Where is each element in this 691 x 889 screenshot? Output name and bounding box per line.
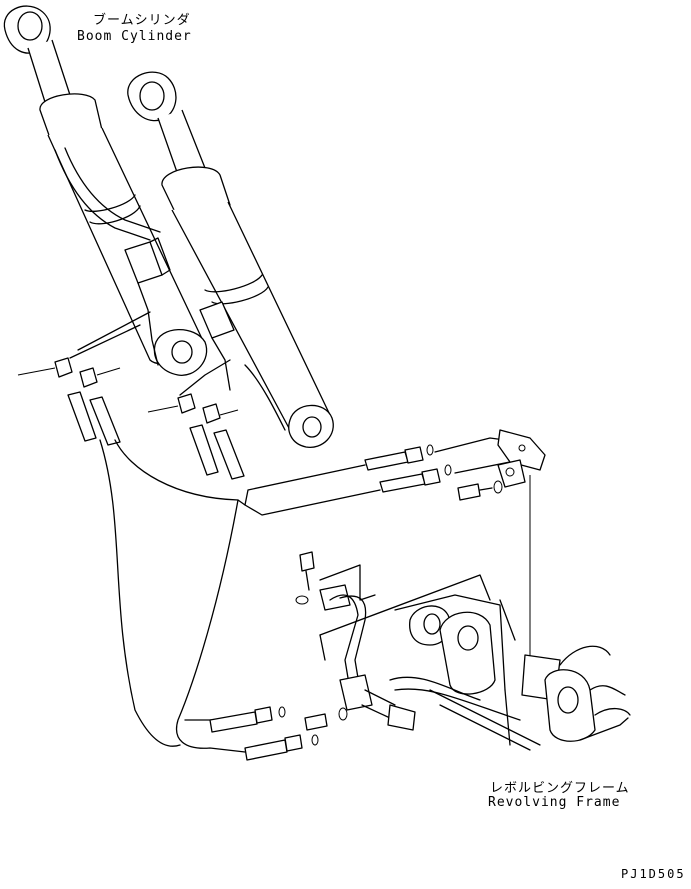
lower-fittings (209, 706, 348, 761)
boom-cylinder-label-jp: ブームシリンダ (93, 13, 191, 28)
revolving-frame (389, 594, 631, 751)
middle-bolt-group (147, 359, 245, 480)
revolving-frame-label-en: Revolving Frame (488, 795, 621, 810)
right-boom-cylinder (127, 71, 334, 448)
pipe-and-clamp (295, 551, 491, 731)
hoses (99, 439, 381, 753)
upper-fittings (364, 429, 546, 665)
drawing-code: PJ1D505 (621, 867, 686, 881)
revolving-frame-label-jp: レボルビングフレーム (490, 781, 630, 796)
left-boom-cylinder (3, 5, 208, 376)
left-bolt-group (17, 311, 151, 446)
boom-cylinder-label-en: Boom Cylinder (77, 29, 192, 44)
